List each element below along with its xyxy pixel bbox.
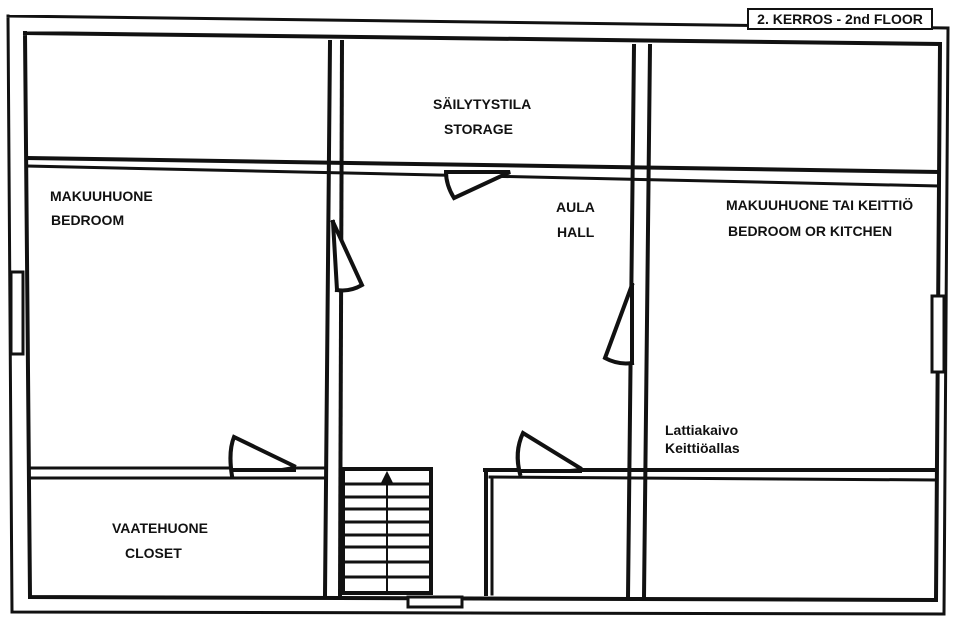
outer-wall-inner: [22, 30, 943, 603]
outer-wall-outer: [6, 14, 950, 616]
room-label-storage-en: STORAGE: [444, 121, 513, 137]
room-label-bedroom-kitchen-en: BEDROOM OR KITCHEN: [728, 223, 893, 239]
room-label-storage-fi: SÄILYTYSTILA: [433, 96, 532, 112]
room-label-closet-en: CLOSET: [125, 545, 182, 561]
note-kitchen-sink: Keittiöallas: [665, 440, 740, 456]
floor-title: 2. KERROS - 2nd FLOOR: [747, 8, 933, 30]
room-label-bedroom-left-en: BEDROOM: [51, 212, 125, 228]
room-label-bedroom-left-fi: MAKUUHUONE: [50, 188, 153, 204]
room-label-hall-en: HALL: [557, 224, 595, 240]
room-label-hall-fi: AULA: [556, 199, 595, 215]
note-floor-drain: Lattiakaivo: [665, 422, 739, 438]
room-label-closet-fi: VAATEHUONE: [112, 520, 208, 536]
room-label-bedroom-kitchen-fi: MAKUUHUONE TAI KEITTIÖ: [726, 197, 914, 213]
